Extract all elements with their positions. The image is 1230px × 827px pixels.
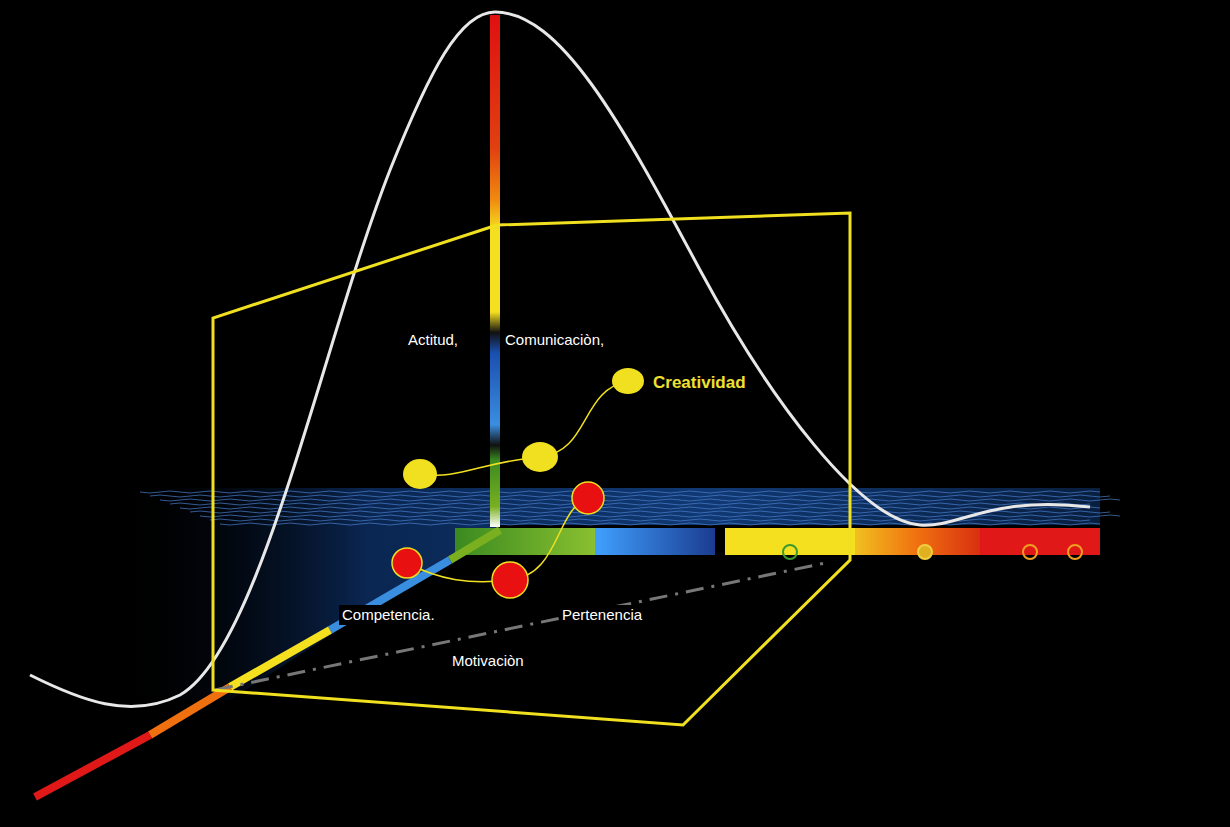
- axis-label: Pertenencia: [559, 605, 645, 625]
- axis-label: Competencia.: [339, 605, 438, 625]
- wave-stroke: [220, 523, 1100, 525]
- wave-stroke: [150, 495, 1110, 497]
- wave-stroke: [180, 507, 1100, 509]
- wave-stroke: [170, 503, 1090, 505]
- axis-label: Actitud,: [405, 330, 461, 350]
- axis-label: Motivaciòn: [449, 651, 527, 671]
- axis-label: Creatividad: [650, 373, 749, 393]
- wave-stroke: [160, 499, 1120, 501]
- wave-stroke: [190, 511, 1110, 513]
- wave-stroke: [140, 491, 1100, 493]
- axis-label: Comunicaciòn,: [502, 330, 607, 350]
- wave-stroke: [200, 515, 1120, 517]
